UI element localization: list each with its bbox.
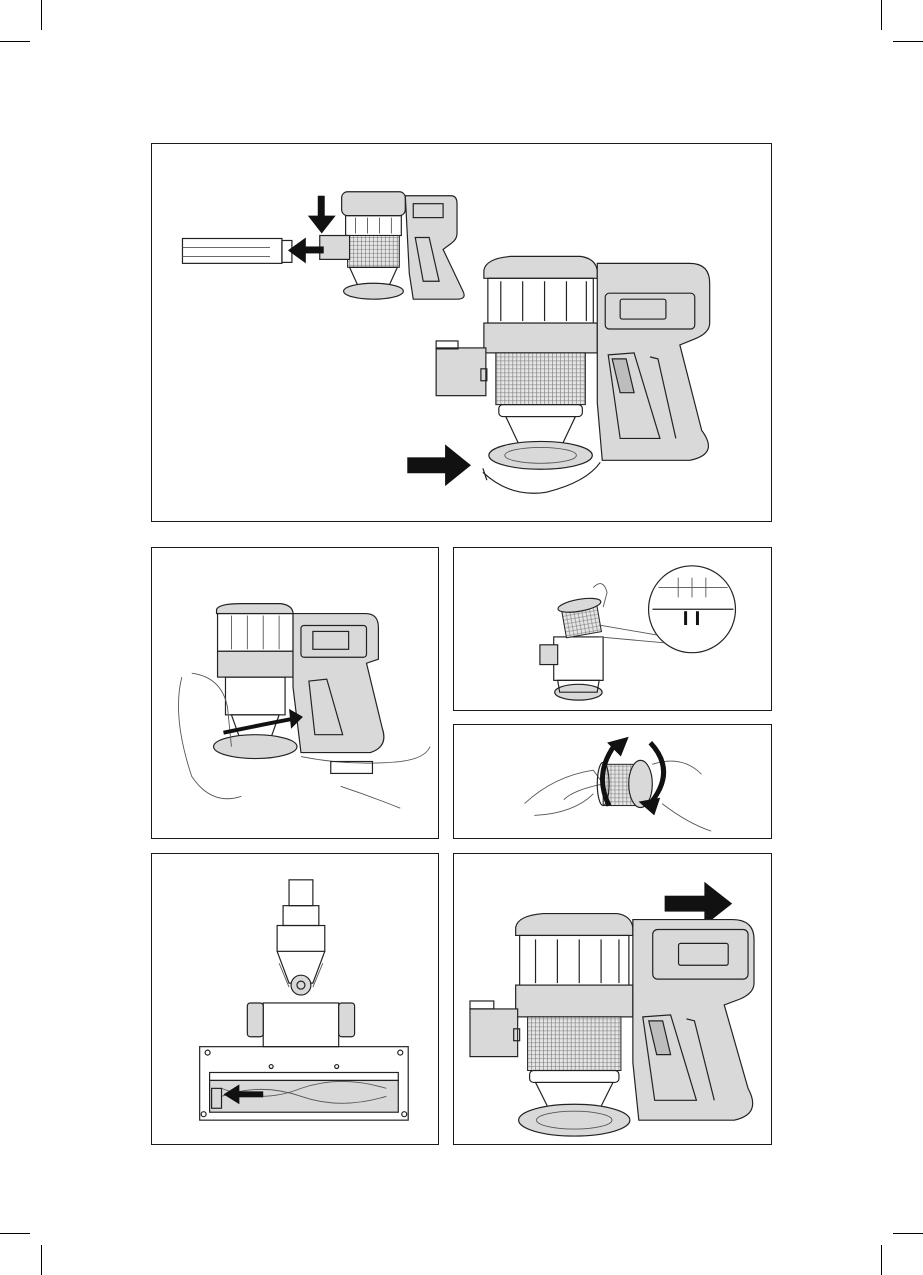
filter-lifted <box>557 584 607 638</box>
panel-remove-filter <box>453 547 772 711</box>
illustration-detach-handheld <box>152 144 771 521</box>
panel-reattach-handheld <box>453 853 772 1145</box>
crop-mark <box>881 1245 882 1275</box>
crop-mark <box>41 0 42 30</box>
crop-mark <box>893 41 923 42</box>
panel-twist-dust-bin <box>151 547 439 839</box>
panel-clean-filter <box>453 724 772 839</box>
illustration-remove-filter <box>454 548 771 710</box>
arrow-left-icon <box>288 238 324 264</box>
floor-head <box>200 880 409 1120</box>
panel-detach-handheld <box>151 143 772 522</box>
crop-mark <box>41 1245 42 1275</box>
arrow-right-icon <box>407 444 471 486</box>
crop-mark <box>893 1233 923 1234</box>
panel-remove-brushroll <box>151 853 439 1145</box>
magnifier-callout-icon <box>599 566 735 653</box>
arrow-right-icon <box>665 882 733 926</box>
large-handheld-vacuum <box>436 256 710 493</box>
arrow-down-icon <box>308 196 336 234</box>
illustration-reattach-handheld <box>454 854 771 1144</box>
crop-mark <box>0 1233 30 1234</box>
illustration-remove-brushroll <box>152 854 438 1144</box>
illustration-twist-dust-bin <box>152 548 438 838</box>
large-handheld-vacuum <box>470 914 754 1136</box>
rotate-arrow-icon <box>224 709 303 733</box>
illustration-clean-filter <box>454 725 771 838</box>
dust-bin <box>540 637 603 700</box>
crop-mark <box>881 0 882 30</box>
crop-mark <box>0 41 30 42</box>
small-handheld-vacuum <box>320 192 464 299</box>
extension-tube <box>182 238 291 263</box>
handheld-vacuum-in-hands <box>178 604 430 809</box>
